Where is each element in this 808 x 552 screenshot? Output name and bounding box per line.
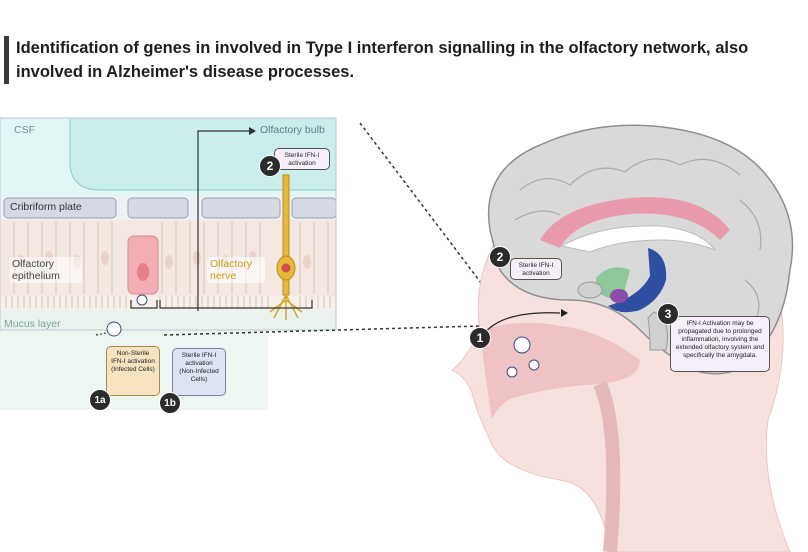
olfactory-nerve-cell: [269, 174, 303, 320]
zoom-line-bottom: [163, 325, 481, 336]
label-olfactory-bulb: Olfactory bulb: [260, 124, 325, 136]
bracket-non-infected: [159, 300, 313, 309]
label-olfactory-nerve: Olfactory nerve: [207, 257, 265, 283]
nose-arrow-head: [561, 309, 568, 317]
amygdala-region: [608, 248, 667, 313]
badge-1: 1: [469, 327, 491, 349]
cribriform-segment: [291, 197, 337, 219]
badge-3: 3: [657, 303, 679, 325]
bulb-arrow-line: [197, 130, 250, 311]
figure-title: Identification of genes in involved in T…: [16, 39, 749, 81]
label-csf: CSF: [14, 124, 35, 136]
bracket-infected: [130, 300, 158, 309]
cribriform-segment: [201, 197, 281, 219]
virus-particles: [106, 294, 148, 337]
callout-non-sterile: Non-Sterile IFN-I activation (Infected C…: [106, 346, 160, 396]
cribriform-segment: [127, 197, 189, 219]
cribriform-segment: [3, 197, 117, 219]
zoom-line-top: [359, 122, 495, 301]
bulb-arrow-head: [249, 127, 256, 135]
pharynx: [593, 381, 621, 552]
infected-cell-nucleus: [137, 263, 149, 281]
mucus-dash: [95, 332, 107, 336]
cilia: [5, 296, 331, 308]
label-mucus-layer: Mucus layer: [4, 318, 61, 330]
cingulate-region: [540, 197, 730, 248]
head-illustration: [451, 124, 794, 552]
label-olfactory-epithelium: Olfactory epithelium: [10, 257, 82, 283]
badge-2-bulb: 2: [259, 155, 281, 177]
corpus-callosum: [560, 225, 717, 253]
brain: [487, 124, 794, 375]
callout-sterile-bulb: Sterile IFN-I activation: [274, 148, 330, 170]
callout-sterile-non-infected: Sterile IFN-I activation (Non-Infected C…: [172, 348, 226, 396]
olfactory-bulb-brain: [577, 281, 603, 299]
badge-2-brain: 2: [489, 246, 511, 268]
brain-gyri: [514, 158, 762, 331]
hippocampus-region: [610, 289, 628, 303]
mucus-region: [0, 310, 336, 330]
nasal-viruses: [506, 336, 540, 378]
callout-propagation: IFN-I Activation may be propagated due t…: [670, 316, 770, 372]
title-accent-bar: [4, 36, 9, 84]
label-cribriform-plate: Cribriform plate: [10, 201, 82, 213]
badge-1a: 1a: [89, 389, 111, 411]
inset-border: [0, 117, 337, 331]
callout-sterile-brain: Sterile IFN-I activation: [510, 258, 562, 280]
badge-1b: 1b: [159, 392, 181, 414]
